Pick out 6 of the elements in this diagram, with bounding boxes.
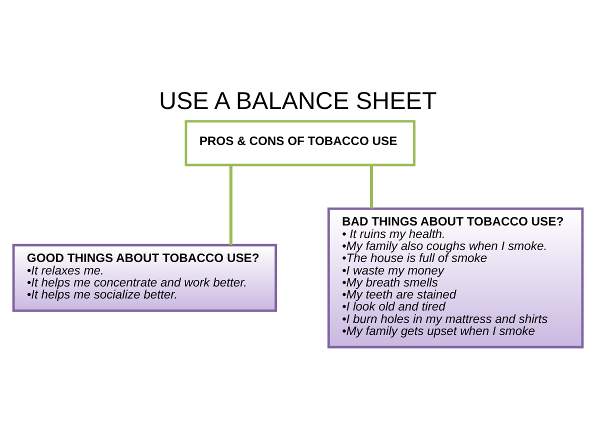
connector <box>370 165 373 208</box>
diagram-title: USE A BALANCE SHEET <box>158 88 437 116</box>
node-box: BAD THINGS ABOUT TOBACCO USE? • It ruins my health. •My family also coughs when I smoke. •The house is full of smoke •I waste my money •My breath smells •My teeth are stained •I look old and tired •I burn holes in my mattress and shirts •My family gets upset when I smoke <box>327 208 584 348</box>
node-box: GOOD THINGS ABOUT TOBACCO USE? •It relaxes me. •It helps me concentrate and work better. •It helps me socialize better. <box>12 244 278 312</box>
node-box: PROS & CONS OF TOBACCO USE <box>184 120 416 166</box>
connector <box>229 165 232 246</box>
